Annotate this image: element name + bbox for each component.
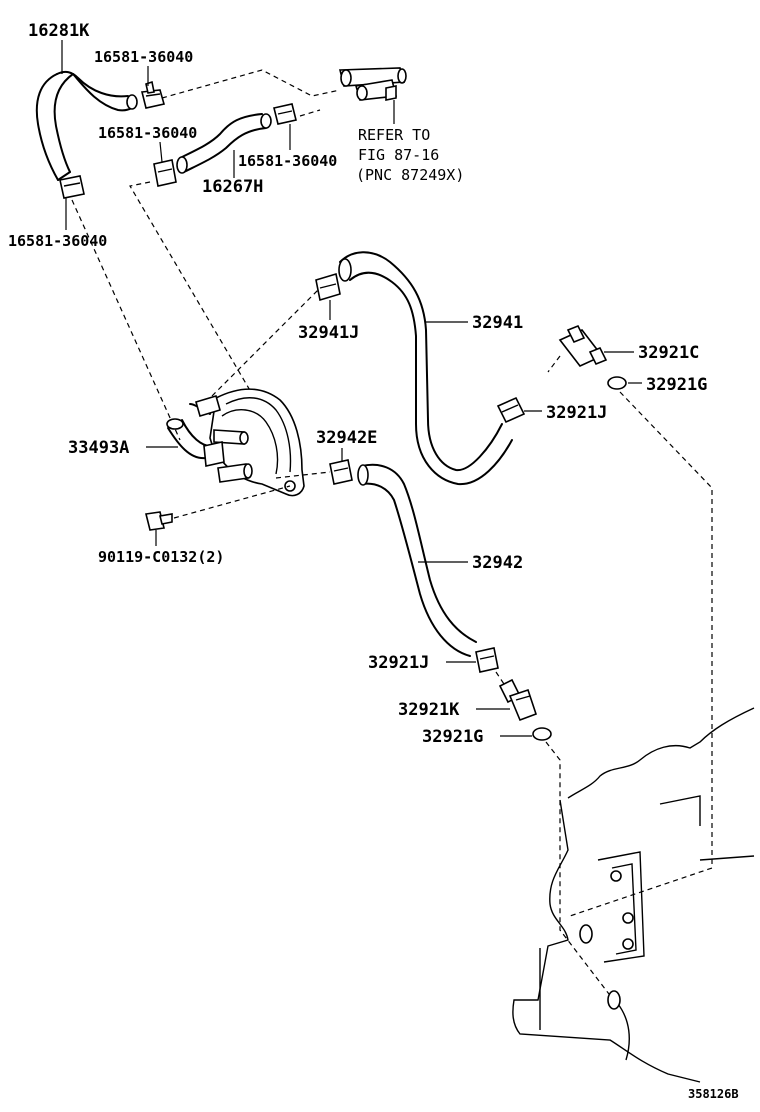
label-32921j-top: 32921J	[546, 403, 607, 423]
oil-cooler-33493a[interactable]	[166, 388, 305, 497]
hose-clamp-16581-36040-a[interactable]	[141, 80, 166, 109]
connector-line-cooler-top	[211, 289, 319, 397]
label-clamp-d: 16581-36040	[8, 232, 107, 250]
label-32921k: 32921K	[398, 700, 460, 720]
union-32921k[interactable]	[498, 678, 538, 722]
hose-clamp-32941j[interactable]	[315, 272, 341, 302]
connector-line-bolt	[173, 485, 291, 519]
label-90119-c0132: 90119-C0132(2)	[98, 548, 224, 566]
connector-line-32942e	[275, 471, 331, 479]
label-32921g-bottom: 32921G	[422, 727, 483, 747]
hose-clamp-32921j-bottom[interactable]	[475, 647, 499, 673]
label-32921c: 32921C	[638, 343, 699, 363]
label-32942e: 32942E	[316, 428, 377, 448]
hose-16281k[interactable]	[35, 70, 138, 181]
o-ring-32921g-top[interactable]	[607, 376, 627, 390]
hose-clamp-32942e[interactable]	[329, 459, 353, 485]
hose-32941[interactable]	[338, 251, 513, 486]
label-16267h: 16267H	[202, 177, 263, 197]
label-clamp-c: 16581-36040	[238, 152, 337, 170]
label-32921g-top: 32921G	[646, 375, 707, 395]
hose-clamp-16581-36040-d[interactable]	[59, 175, 85, 199]
connector-line-top	[161, 69, 341, 99]
label-clamp-b: 16581-36040	[98, 124, 197, 142]
label-32921j-bottom: 32921J	[368, 653, 429, 673]
connector-line-bottom-union	[495, 671, 505, 685]
connector-line-16281k	[71, 199, 181, 441]
label-clamp-a: 16581-36040	[94, 48, 193, 66]
connector-line-bottom	[545, 741, 613, 999]
connector-line-16267h	[299, 109, 321, 117]
o-ring-32921g-bottom[interactable]	[532, 727, 552, 741]
label-32941j: 32941J	[298, 323, 359, 343]
hose-clamp-16581-36040-b[interactable]	[153, 159, 177, 187]
label-16281k: 16281K	[28, 21, 90, 41]
bolt-90119-c0132[interactable]	[145, 511, 173, 531]
diagram-code: 358126B	[688, 1087, 739, 1101]
reference-line-2: FIG 87-16	[358, 146, 439, 164]
label-32941: 32941	[472, 313, 523, 333]
hose-clamp-32921j-top[interactable]	[496, 396, 526, 424]
union-32921c[interactable]	[547, 324, 608, 373]
label-32942: 32942	[472, 553, 523, 573]
label-33493a: 33493A	[68, 438, 129, 458]
hose-clamp-16581-36040-c[interactable]	[273, 103, 297, 125]
reference-line-1: REFER TO	[358, 126, 430, 144]
hose-32942[interactable]	[357, 463, 477, 657]
hose-16267h[interactable]	[176, 113, 272, 174]
reference-fitting-87249x[interactable]	[338, 67, 407, 101]
connector-line-right	[569, 391, 713, 917]
reference-line-3: (PNC 87249X)	[356, 166, 464, 184]
transmission-case	[512, 707, 755, 1083]
